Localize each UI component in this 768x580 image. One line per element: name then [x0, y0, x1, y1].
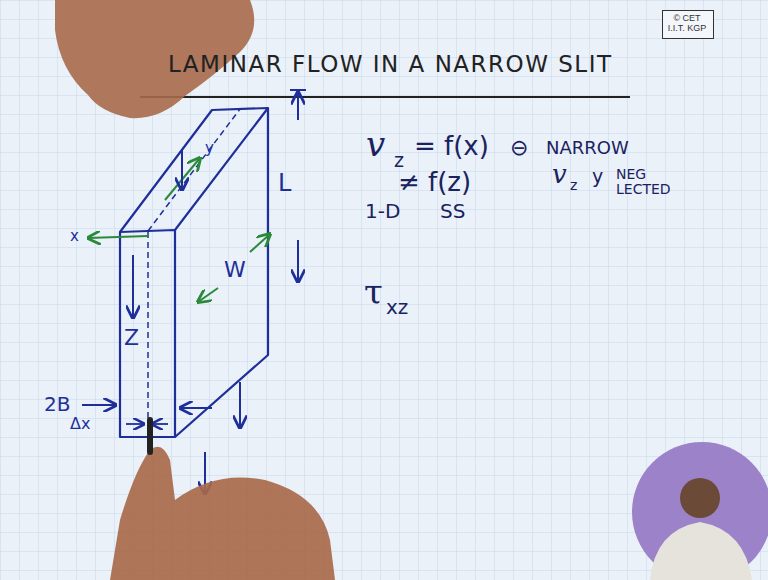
- equation-symbol: ⊖: [510, 136, 528, 160]
- z-axis: [132, 255, 134, 318]
- equation: ≠ f(z): [398, 168, 471, 197]
- presenter-body: [650, 522, 752, 580]
- axis-label: x: [70, 228, 79, 245]
- width-dimension: [198, 234, 270, 302]
- presenter-head: [680, 478, 720, 518]
- equation: = f(x): [414, 132, 489, 161]
- axis-label: y: [205, 140, 214, 157]
- title-underline: [140, 96, 630, 98]
- watermark: © CET I.I.T. KGP: [667, 13, 707, 34]
- slit-box: [120, 108, 268, 437]
- equation-symbol: v: [552, 160, 567, 189]
- stress-symbol: τ: [364, 274, 383, 311]
- note: 1-D: [365, 200, 400, 222]
- hand: [110, 447, 335, 580]
- equation-subscript: xz: [386, 296, 408, 318]
- presenter-inset: [632, 442, 768, 580]
- equation-symbol: v: [366, 126, 385, 163]
- dimension-label: 2B: [44, 393, 70, 415]
- x-axis: [88, 236, 148, 238]
- equation-subscript: z: [570, 178, 577, 193]
- note: y: [592, 166, 603, 187]
- dimension-label: W: [224, 258, 246, 282]
- pen: [147, 420, 153, 452]
- note: SS: [440, 200, 465, 222]
- dimension-label: L: [278, 170, 291, 196]
- title: LAMINAR FLOW IN A NARROW SLIT: [168, 52, 612, 77]
- dimension-label: Δx: [70, 415, 90, 433]
- flow-arrows: [182, 150, 240, 494]
- length-dimension: [290, 90, 306, 282]
- gap-dimension: [82, 405, 212, 408]
- axis-label: Z: [124, 326, 139, 350]
- watermark-box: © CET I.I.T. KGP: [662, 10, 714, 39]
- note: NEG LECTED: [616, 167, 678, 198]
- note: NARROW: [546, 138, 629, 158]
